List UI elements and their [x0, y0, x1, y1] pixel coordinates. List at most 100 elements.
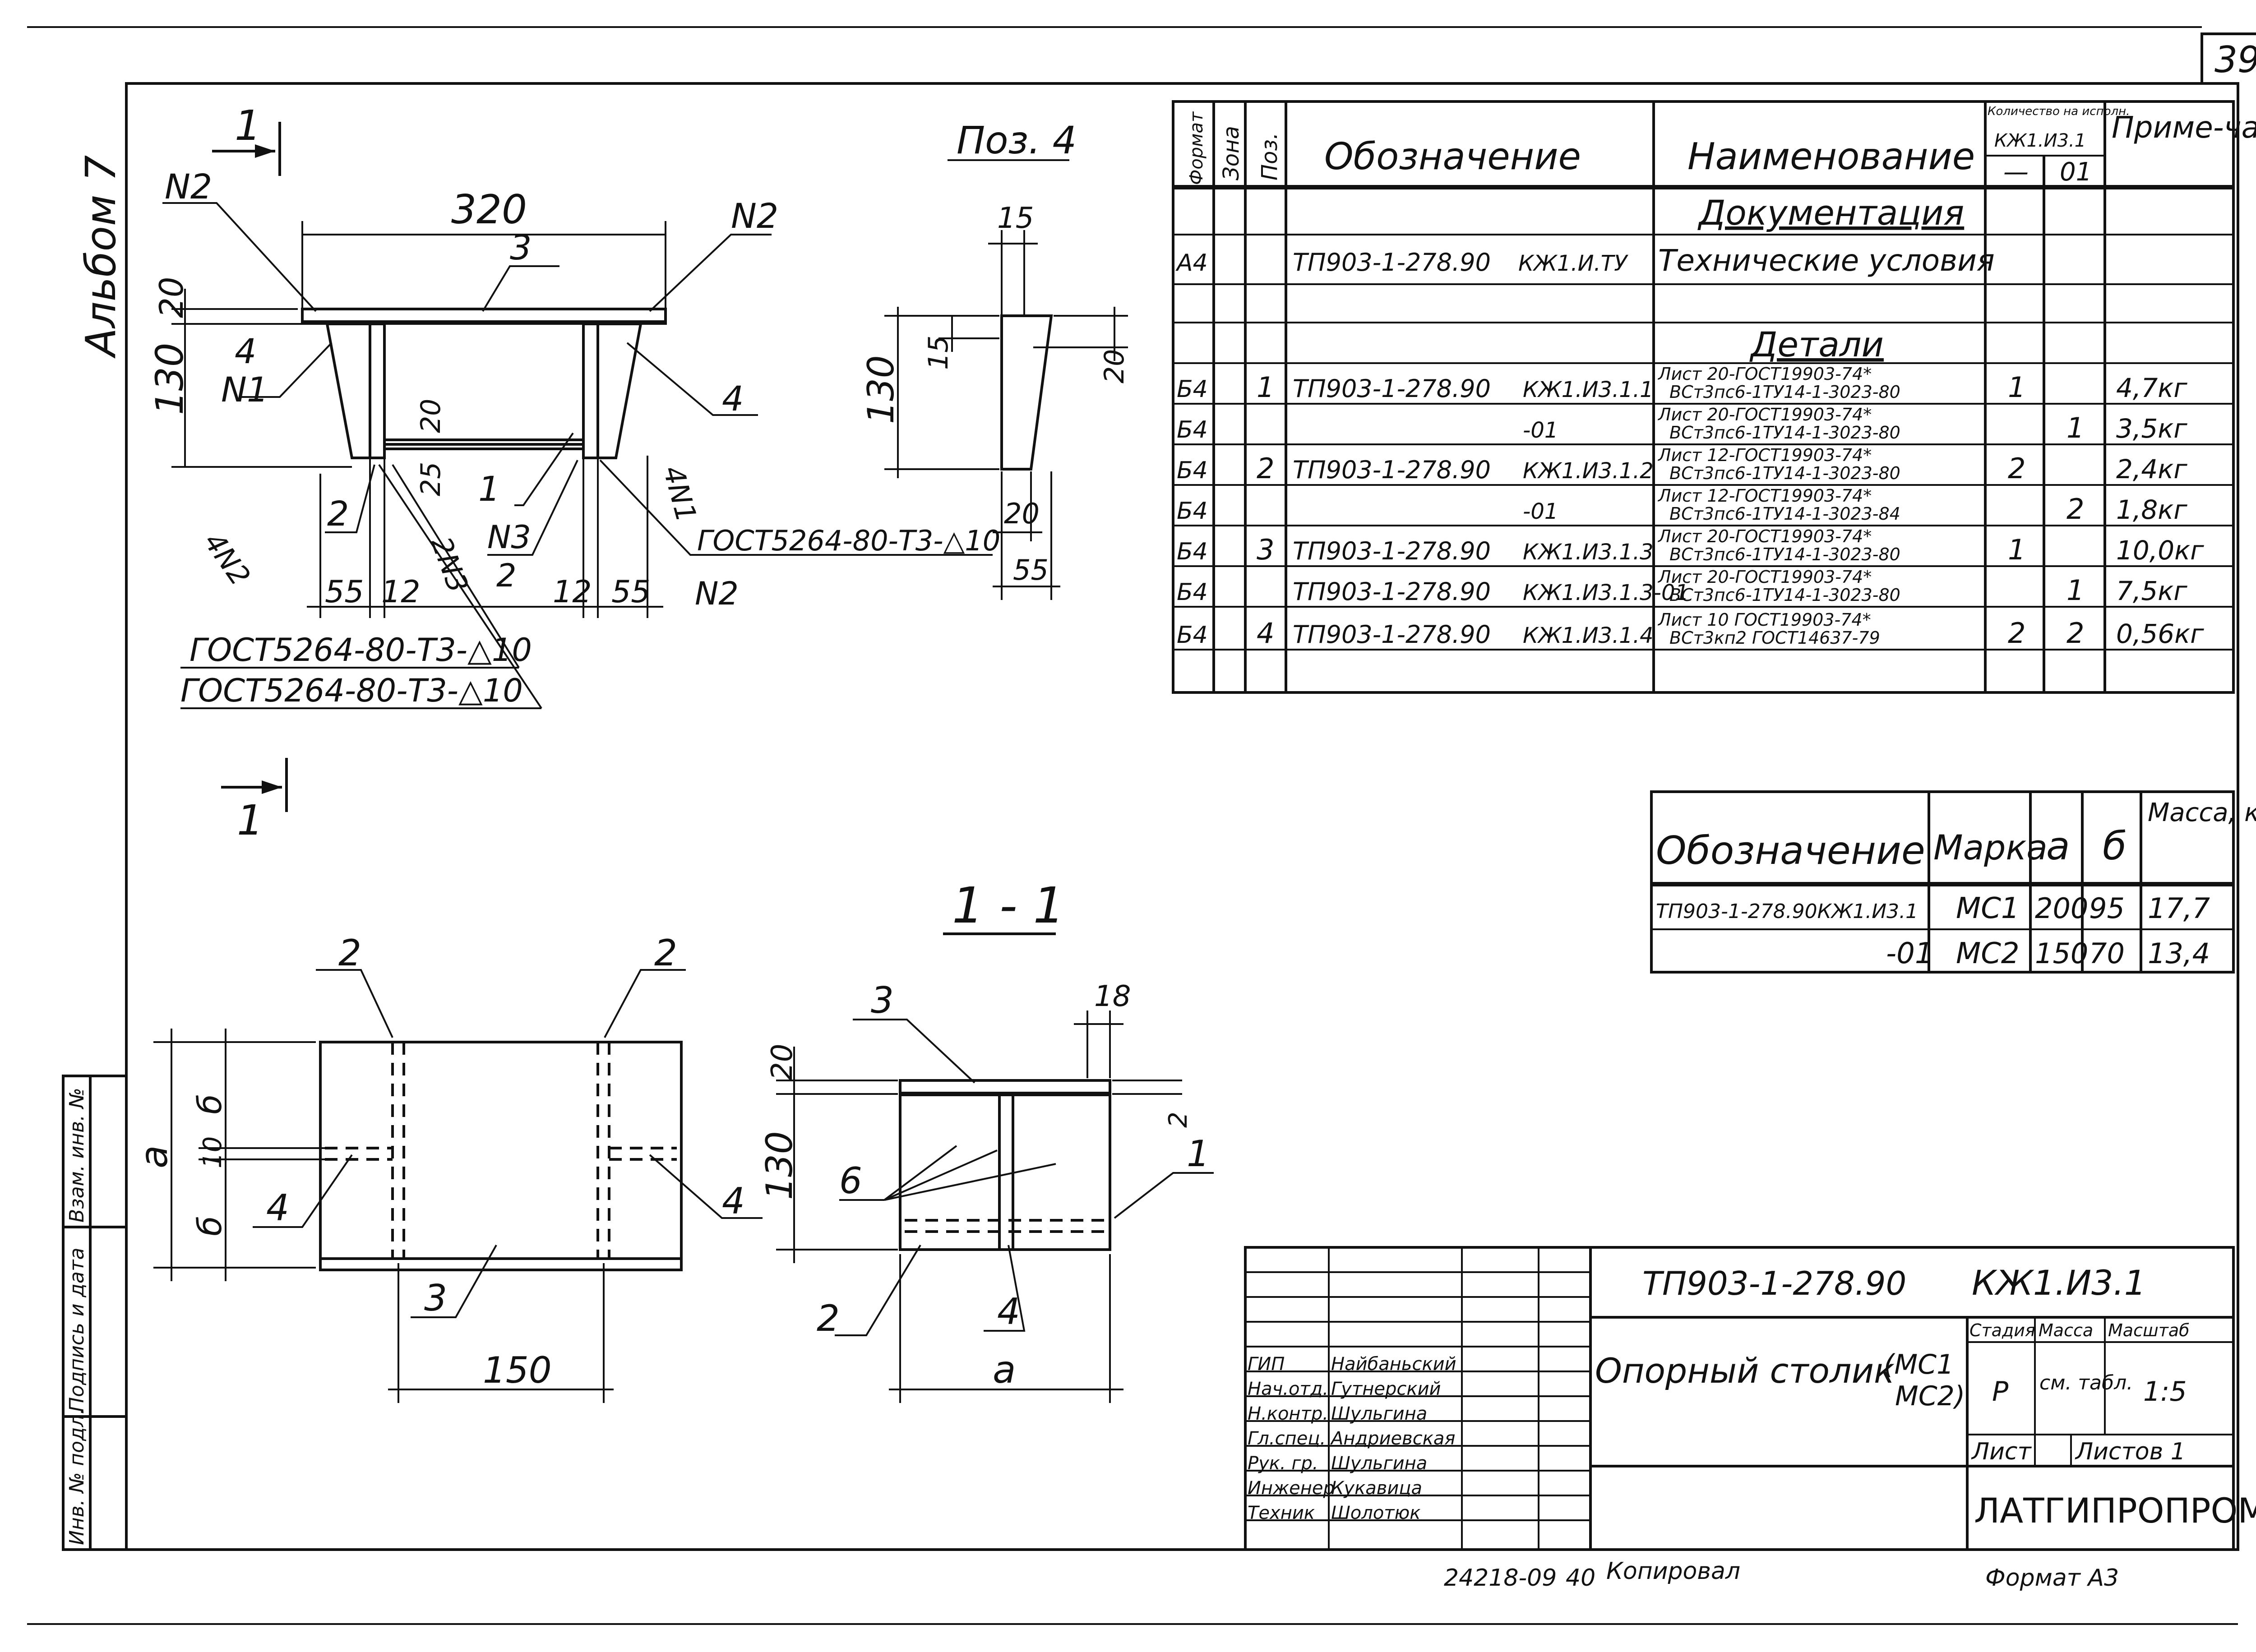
section-title: 1 - 1 [952, 877, 1065, 934]
spec-table: Формат Зона Поз. Обозначение Наименовани… [1172, 100, 2256, 694]
mark-hdr-mark: Марка [1933, 827, 2048, 868]
spec-name2: ВСт3пс6-1ТУ14-1-3023-80 [1669, 585, 1900, 605]
plan-dim-a: а [132, 1145, 176, 1168]
hdr-qty-title: Количество на исполн. [1988, 105, 2130, 118]
spec-name2: ВСт3пс6-1ТУ14-1-3023-80 [1669, 382, 1900, 402]
hdr-format: Формат [1186, 111, 1207, 185]
hdr-note: Приме-чание [2112, 110, 2256, 145]
weld-label-1: ГОСТ5264-80-Т3-△10 [190, 632, 532, 669]
tb-role-name: Шолотюк [1331, 1503, 1420, 1523]
weld-label-2: ГОСТ5264-80-Т3-△10 [180, 672, 523, 709]
spec-q1: 1 [2008, 533, 2025, 566]
callout-4-left: 4 [235, 331, 256, 371]
pos4-dim-20-bottom: 20 [1004, 497, 1040, 530]
callout-4-right: 4 [722, 378, 744, 419]
callout-n1-left: N1 [221, 369, 268, 410]
callout-4n2: 4N2 [198, 526, 257, 591]
spec-code: КЖ1.И3.1.4 [1523, 623, 1654, 648]
spec-note: 7,5кг [2116, 576, 2187, 606]
spec-q1: 2 [2008, 452, 2025, 485]
side-dim-130: 130 [758, 1131, 800, 1200]
side-dim-a: а [993, 1347, 1016, 1392]
album-label: Альбом 7 [77, 155, 125, 359]
spec-name2: ВСт3пс6-1ТУ14-1-3023-80 [1669, 423, 1900, 443]
side-callout-1: 1 [1187, 1133, 1210, 1175]
side-callout-2: 2 [817, 1297, 840, 1339]
plan-dim-150: 150 [483, 1349, 552, 1391]
mark-hdr-mass: Масса, кг [2148, 798, 2256, 827]
spec-name2: ВСт3кп2 ГОСТ14637-79 [1669, 628, 1880, 648]
spec-q1: 2 [2008, 617, 2025, 650]
pos4-dim-55: 55 [1013, 554, 1049, 586]
spec-pos: 2 [1257, 452, 1274, 485]
spec-format: А4 [1175, 249, 1208, 277]
spec-name: Лист 20-ГОСТ19903-74* [1657, 364, 1872, 384]
section-docs: Документация [1697, 193, 1964, 233]
spec-code: КЖ1.И3.1.3 [1523, 540, 1654, 565]
mark-mass: 17,7 [2148, 892, 2210, 925]
tb-role-name: Андриевская [1330, 1428, 1455, 1449]
tb-role: Н.контр. [1248, 1403, 1328, 1424]
dim-25-mid: 25 [415, 462, 447, 496]
drawing-frame [125, 82, 2239, 1551]
elevation-view: 1 320 20 130 55 12 12 5 [148, 102, 1000, 844]
spec-code: КЖ1.И3.1.2 [1523, 458, 1654, 484]
spec-name: Лист 20-ГОСТ19903-74* [1657, 526, 1872, 546]
callout-n2-right: N2 [731, 196, 778, 236]
spec-note: 1,8кг [2116, 494, 2187, 525]
spec-name: Технические условия [1658, 243, 1995, 278]
bottom-page: 40 [1566, 1564, 1595, 1592]
hdr-pos: Поз. [1257, 133, 1282, 180]
spec-note: 3,5кг [2116, 413, 2187, 444]
tb-project: ТП903-1-278.90 [1642, 1264, 1906, 1302]
hdr-qty-doc: КЖ1.И3.1 [1994, 130, 2086, 151]
spec-designation: ТП903-1-278.90 [1293, 537, 1491, 565]
side-sign-date: Подпись и дата [65, 1248, 88, 1412]
mark-mark: МС2 [1956, 937, 2020, 970]
section-parts: Детали [1749, 324, 1884, 365]
dim-12-left: 12 [381, 574, 421, 610]
dim-20-left: 20 [153, 277, 190, 318]
spec-q2: 1 [2066, 411, 2084, 444]
side-inv-orig: Инв. № подл. [65, 1408, 88, 1545]
section-mark-top: 1 [235, 102, 261, 150]
pos4-dim-130: 130 [860, 355, 902, 424]
spec-q1: 1 [2008, 371, 2025, 404]
side-dim-18: 18 [1094, 980, 1131, 1013]
spec-note: 10,0кг [2116, 535, 2204, 566]
callout-4n1: 4N1 [657, 462, 703, 526]
callout-2-left: 2 [327, 494, 349, 534]
callout-1: 1 [478, 469, 500, 509]
tb-role: Гл.спец. [1248, 1428, 1326, 1449]
pos4-dim-15-top: 15 [997, 202, 1034, 235]
tb-role-name: Найбаньский [1331, 1354, 1456, 1375]
spec-designation: ТП903-1-278.90 [1293, 374, 1491, 403]
hdr-zone: Зона [1219, 126, 1244, 180]
spec-format: Б4 [1177, 538, 1208, 565]
plan-dim-10: 10 [198, 1136, 227, 1168]
title-block: ТП903-1-278.90 КЖ1.И3.1 Опорный столик (… [1244, 1246, 2256, 1551]
spec-name2: ВСт3пс6-1ТУ14-1-3023-80 [1669, 463, 1900, 483]
dim-20-mid: 20 [415, 399, 447, 433]
spec-name: Лист 12-ГОСТ19903-74* [1657, 445, 1872, 465]
tb-role-name: Шульгина [1331, 1453, 1427, 1474]
mark-mass: 13,4 [2148, 937, 2210, 970]
mark-hdr-designation: Обозначение [1656, 828, 1925, 873]
side-dim-2: 2 [1164, 1112, 1193, 1128]
plan-callout-4-right: 4 [722, 1180, 745, 1222]
tb-col-scale: Масштаб [2108, 1320, 2190, 1340]
dim-55-left: 55 [325, 574, 364, 610]
pos4-detail: Поз. 4 15 130 15 20 20 55 [860, 118, 1130, 600]
pos4-title: Поз. 4 [957, 118, 1077, 162]
tb-col-mass: Масса [2039, 1320, 2093, 1340]
spec-note: 0,56кг [2116, 618, 2204, 649]
spec-note: 4,7кг [2116, 373, 2187, 403]
callout-n2-left: N2 [165, 166, 212, 207]
spec-code: КЖ1.И3.1.1 [1523, 377, 1654, 402]
dim-320: 320 [451, 186, 527, 233]
pos4-dim-20-right: 20 [1099, 349, 1130, 383]
side-stamp: Инв. № подл. Подпись и дата Взам. инв. № [62, 1075, 128, 1551]
